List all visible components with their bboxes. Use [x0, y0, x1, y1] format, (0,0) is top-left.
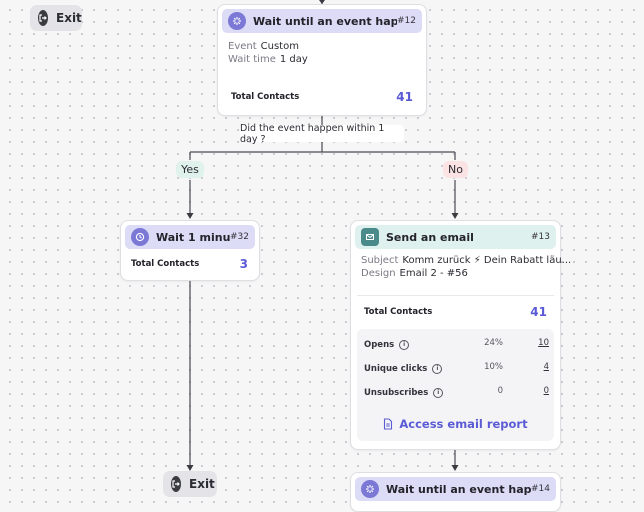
report-link-label: Access email report [399, 417, 528, 431]
exit-button-top[interactable]: Exit [30, 5, 82, 31]
subject-value: Komm zurück ⚡ Dein Rabatt läu... [402, 255, 572, 266]
node-id: #13 [531, 232, 550, 242]
condition-label: Did the event happen within 1 day ? [240, 122, 404, 145]
node-title: Send an email [386, 230, 474, 244]
node-title: Wait 1 minute [156, 230, 230, 244]
node-title: Wait until an event happe ... [253, 14, 397, 28]
sparkle-icon [361, 480, 379, 498]
stat-row-unsubscribes: Unsubscribes i 0 0 [357, 386, 554, 402]
branch-no[interactable]: No [443, 161, 468, 178]
wait-event-node-12[interactable]: Wait until an event happe ... #12 EventC… [217, 4, 427, 116]
stat-count-link[interactable]: 10 [538, 338, 549, 348]
event-label: Event [228, 41, 257, 52]
node-title: Wait until an event happe ... [386, 482, 531, 496]
exit-label: Exit [56, 11, 82, 25]
node-id: #32 [230, 232, 249, 242]
node-header: Wait 1 minute #32 [125, 225, 255, 249]
exit-icon [171, 476, 181, 492]
branch-yes-label: Yes [181, 163, 199, 176]
sparkle-icon [228, 12, 246, 30]
wait-node-32[interactable]: Wait 1 minute #32 Total Contacts 3 [120, 220, 260, 281]
total-contacts-value: 3 [239, 257, 248, 271]
exit-button-bottom[interactable]: Exit [163, 471, 217, 497]
stat-count-link[interactable]: 0 [543, 386, 549, 396]
branch-yes[interactable]: Yes [176, 161, 204, 178]
stat-percent: 24% [484, 338, 503, 348]
design-value: Email 2 - #56 [399, 268, 468, 279]
condition-text: Did the event happen within 1 day ? [240, 122, 385, 145]
exit-icon [38, 10, 48, 26]
info-icon[interactable]: i [432, 364, 443, 374]
node-header: Send an email #13 [355, 225, 556, 249]
divider [357, 295, 554, 296]
stat-percent: 10% [484, 362, 503, 372]
mail-icon [361, 228, 379, 246]
total-contacts-label: Total Contacts [231, 92, 300, 102]
wait-time-value: 1 day [279, 54, 308, 65]
stat-count-link[interactable]: 4 [543, 362, 549, 372]
wait-event-node-14[interactable]: Wait until an event happe ... #14 [350, 472, 561, 512]
stat-label: Opens [364, 340, 395, 350]
document-icon [383, 418, 393, 430]
event-value: Custom [260, 41, 299, 52]
flow-connectors [186, 0, 459, 471]
node-id: #12 [397, 16, 416, 26]
clock-icon [131, 228, 149, 246]
access-email-report-link[interactable]: Access email report [351, 417, 560, 431]
info-icon[interactable]: i [433, 388, 444, 398]
total-contacts-label: Total Contacts [364, 307, 433, 317]
node-id: #14 [531, 484, 550, 494]
total-contacts-value: 41 [396, 90, 413, 104]
total-contacts-label: Total Contacts [131, 259, 200, 269]
branch-no-label: No [448, 163, 463, 176]
stat-percent: 0 [497, 386, 503, 396]
node-header: Wait until an event happe ... #12 [222, 9, 422, 33]
design-label: Design [361, 268, 396, 279]
node-header: Wait until an event happe ... #14 [355, 477, 556, 501]
exit-label: Exit [189, 477, 215, 491]
stat-label: Unsubscribes [364, 388, 429, 398]
info-icon[interactable]: i [399, 340, 410, 350]
stat-row-unique-clicks: Unique clicks i 10% 4 [357, 362, 554, 378]
total-contacts-value: 41 [530, 305, 547, 319]
wait-time-label: Wait time [228, 54, 276, 65]
subject-label: Subject [361, 255, 399, 266]
stat-label: Unique clicks [364, 364, 428, 374]
